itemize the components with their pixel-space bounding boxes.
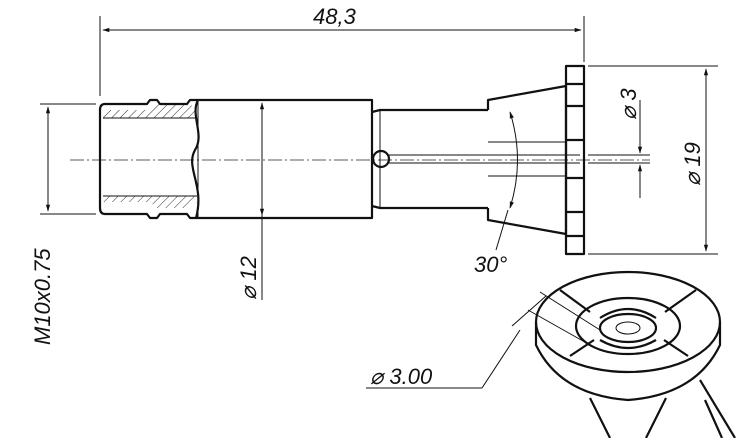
main-body (198, 98, 374, 220)
flange-dim-label: ⌀ 19 (680, 142, 705, 186)
slot (389, 154, 580, 164)
bore-dim-label: ⌀ 3 (616, 88, 641, 120)
iso-dim-label: ⌀ 3.00 (370, 364, 433, 389)
relief-hole (371, 149, 391, 169)
flange-slots (566, 82, 584, 238)
length-dim-label: 48,3 (313, 4, 357, 29)
flange (564, 64, 586, 256)
dimensions: 48,3 M10x0.75 ⌀ 12 ⌀ 19 ⌀ 3 30° (30, 4, 718, 345)
thread-dim-label: M10x0.75 (30, 248, 55, 345)
collet-side-view (70, 64, 650, 256)
iso-dim-tick (511, 295, 547, 327)
shank-outline (98, 98, 198, 220)
body-dim-label: ⌀ 12 (236, 256, 261, 300)
collet-iso-view: ⌀ 3.00 (366, 270, 736, 438)
angle-label: 30° (474, 252, 507, 277)
iso-leader (481, 329, 521, 389)
angle-arc (509, 111, 518, 209)
hatch-upper (103, 104, 197, 118)
hatch-lower (103, 196, 197, 208)
